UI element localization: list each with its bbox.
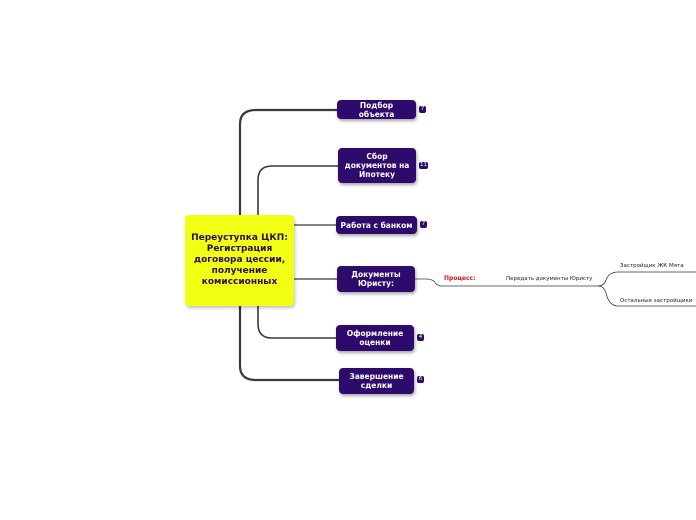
branch-label: Документы Юристу: xyxy=(351,270,401,288)
branch-label: Сбор документов на Ипотеку xyxy=(344,152,410,179)
leaf-ostalnye-zastroyshchiki[interactable]: Остальные застройщики xyxy=(620,298,693,304)
branch-sbor-dokumentov[interactable]: Сбор документов на Ипотеку xyxy=(338,148,416,183)
connector-sbor xyxy=(257,165,339,219)
branch-count-badge: 7 xyxy=(419,106,426,113)
process-step-transfer-documents[interactable]: Передать документы Юристу xyxy=(506,276,593,282)
root-node[interactable]: Переуступка ЦКП: Регистрация договора це… xyxy=(185,215,294,306)
connector-oformlenie xyxy=(257,305,337,339)
branch-oformlenie-otsenki[interactable]: Оформление оценки xyxy=(336,325,414,351)
connector-leaf-myata xyxy=(597,271,696,287)
connector-zavershenie xyxy=(238,304,341,382)
connector-process xyxy=(414,278,599,287)
branch-podbor-obekta[interactable]: Подбор объекта xyxy=(337,100,416,119)
root-node-label: Переуступка ЦКП: Регистрация договора це… xyxy=(191,233,288,287)
branch-count-badge: 6 xyxy=(417,376,424,383)
branch-dokumenty-yuristu[interactable]: Документы Юристу: xyxy=(337,266,415,292)
connector-leaf-others xyxy=(597,285,696,307)
branch-count-badge: 7 xyxy=(420,221,427,228)
branch-zavershenie-sdelki[interactable]: Завершение сделки xyxy=(339,368,414,394)
branch-label: Оформление оценки xyxy=(346,329,404,347)
branch-count-badge: 11 xyxy=(419,162,428,169)
branch-label: Работа с банком xyxy=(340,220,413,230)
branch-label: Подбор объекта xyxy=(358,100,395,119)
process-label[interactable]: Процесс: xyxy=(444,275,476,282)
connector-podbor xyxy=(238,108,339,220)
branch-rabota-s-bankom[interactable]: Работа с банком xyxy=(336,216,417,234)
branch-count-badge: 4 xyxy=(417,334,424,341)
branch-label: Завершение сделки xyxy=(349,372,404,390)
leaf-zastroyshchik-myata[interactable]: Застройщик ЖК Мята xyxy=(620,263,684,269)
